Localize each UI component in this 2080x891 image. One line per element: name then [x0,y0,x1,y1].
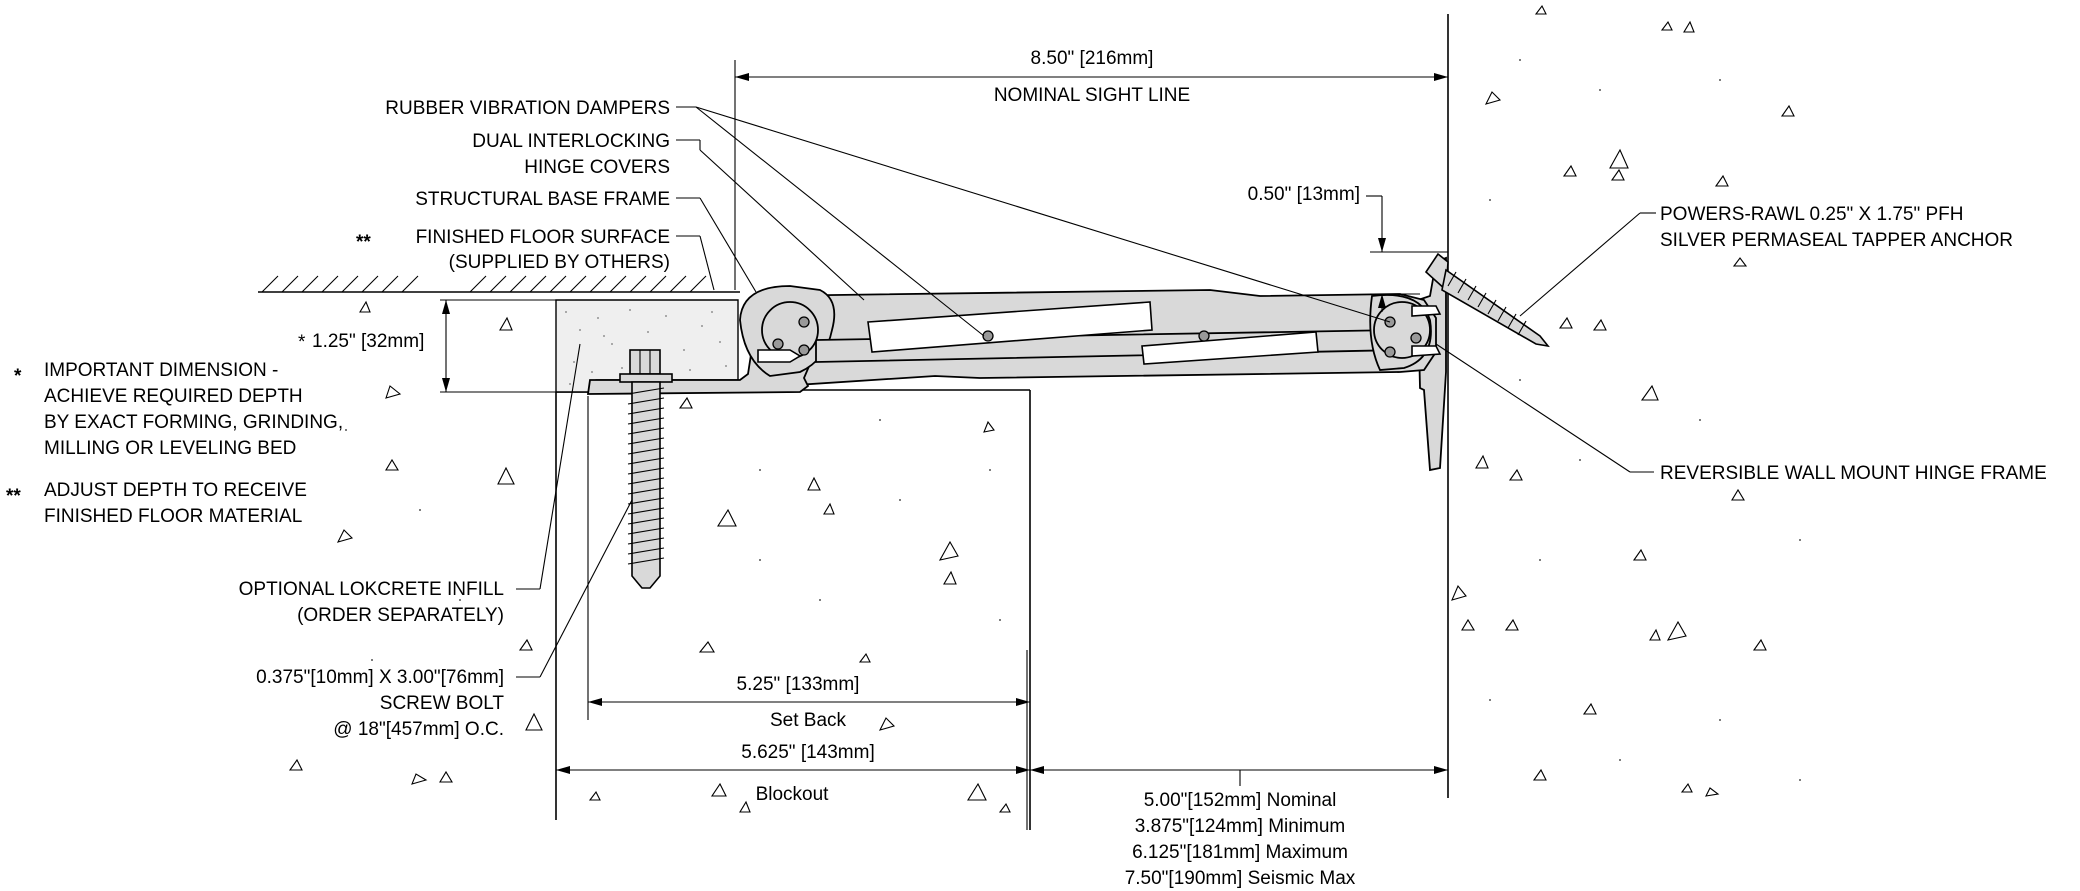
label-screw-line2: SCREW BOLT [380,693,505,714]
dim-blockout-value: 5.625" [143mm] [741,742,874,763]
hinge-assembly [586,256,1447,472]
label-dual-interlocking-line1: DUAL INTERLOCKING [472,131,670,152]
dim-depth-value: 1.25" [32mm] [312,331,424,352]
dim-setback-value: 5.25" [133mm] [737,674,860,695]
leader-lines [516,106,1656,678]
finished-floor-marker: ** [356,232,371,253]
dim-setback-label: Set Back [770,710,847,731]
dim-blockout-label: Blockout [756,784,830,805]
dim-sight-line-value: 8.50" [216mm] [1031,48,1154,69]
label-lokcrete-line1: OPTIONAL LOKCRETE INFILL [239,579,504,600]
adjust-marker: ** [6,486,21,507]
dimension-labels: 8.50" [216mm] NOMINAL SIGHT LINE 0.50" [… [298,48,1360,889]
dim-joint-minimum: 3.875"[124mm] Minimum [1135,816,1346,837]
label-finished-floor-line2: (SUPPLIED BY OTHERS) [449,252,670,273]
tapper-anchor [1424,252,1550,348]
label-lokcrete-line2: (ORDER SEPARATELY) [297,605,504,626]
important-marker: * [14,366,22,387]
label-anchor-line2: SILVER PERMASEAL TAPPER ANCHOR [1660,230,2013,251]
label-important-line2: ACHIEVE REQUIRED DEPTH [44,386,303,407]
label-anchor-line1: POWERS-RAWL 0.25" X 1.75" PFH [1660,204,1964,225]
callout-labels: RUBBER VIBRATION DAMPERS DUAL INTERLOCKI… [6,98,2047,740]
label-important-line3: BY EXACT FORMING, GRINDING, [44,412,343,433]
label-wall-hinge-frame: REVERSIBLE WALL MOUNT HINGE FRAME [1660,463,2047,484]
label-screw-line1: 0.375"[10mm] X 3.00"[76mm] [256,667,504,688]
dim-depth-marker: * [298,332,306,353]
dim-joint-nominal: 5.00"[152mm] Nominal [1144,790,1337,811]
label-important-line4: MILLING OR LEVELING BED [44,438,296,459]
screw-bolt [619,349,673,589]
label-important-line1: IMPORTANT DIMENSION - [44,360,278,381]
concrete-aggregate [288,4,1801,813]
label-rubber-dampers: RUBBER VIBRATION DAMPERS [385,98,670,119]
dim-joint-maximum: 6.125"[181mm] Maximum [1132,842,1348,863]
label-adjust-line1: ADJUST DEPTH TO RECEIVE [44,480,307,501]
label-screw-line3: @ 18"[457mm] O.C. [333,719,504,740]
dimension-lines [440,73,1448,786]
label-adjust-line2: FINISHED FLOOR MATERIAL [44,506,302,527]
label-structural-base-frame: STRUCTURAL BASE FRAME [415,189,670,210]
dim-joint-seismic: 7.50"[190mm] Seismic Max [1125,868,1356,889]
dim-sight-line-label: NOMINAL SIGHT LINE [994,85,1190,106]
label-dual-interlocking-line2: HINGE COVERS [524,157,670,178]
dim-gap-value: 0.50" [13mm] [1248,184,1360,205]
label-finished-floor-line1: FINISHED FLOOR SURFACE [416,227,670,248]
